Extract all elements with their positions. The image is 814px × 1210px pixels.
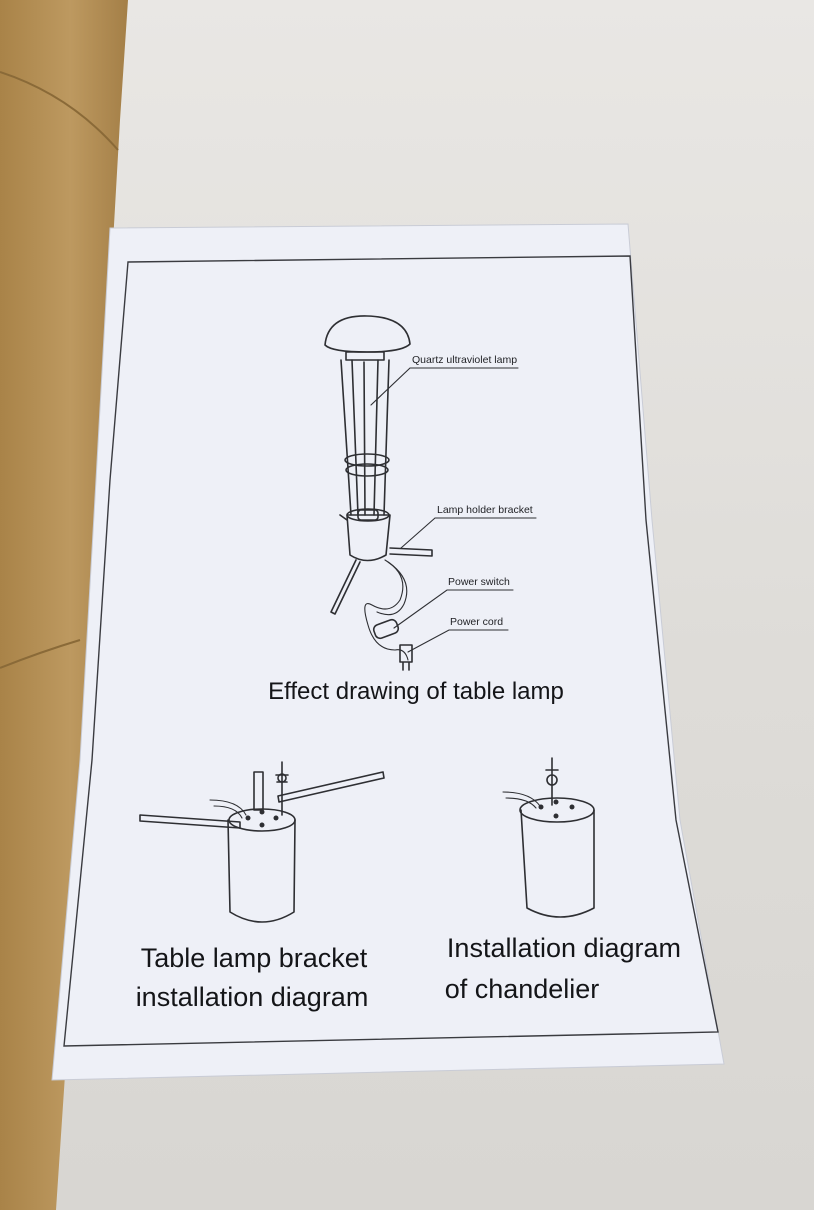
leader-holder <box>400 517 537 549</box>
screw-hole <box>569 804 575 810</box>
label-lamp-holder-bracket: Lamp holder bracket <box>437 504 533 516</box>
cylinder-body <box>227 819 296 923</box>
screw-hole <box>273 815 279 821</box>
bracket-arm-right <box>277 771 385 803</box>
center-post <box>253 771 264 811</box>
label-power-cord: Power cord <box>450 616 503 628</box>
holder-top <box>346 508 390 522</box>
screw-hole <box>538 804 544 810</box>
holder-socket <box>357 509 379 521</box>
caption-bracket-line2: installation diagram <box>136 982 369 1012</box>
leader-quartz <box>370 367 519 406</box>
cylinder-top <box>519 797 595 823</box>
screw-hole <box>245 815 251 821</box>
lamp-cage <box>340 359 390 516</box>
cage-ring <box>345 463 389 477</box>
caption-chandelier-line2: of chandelier <box>445 974 600 1004</box>
cylinder-top <box>228 808 296 832</box>
screw-head <box>277 773 287 783</box>
leader-switch <box>393 589 514 629</box>
label-power-switch: Power switch <box>448 576 510 588</box>
power-switch-drawing <box>372 618 400 640</box>
cage-ring <box>344 453 390 467</box>
sheet-border <box>63 255 719 1047</box>
screw-hole <box>259 822 265 828</box>
cylinder-body <box>520 809 595 918</box>
chandelier-installation-diagram <box>502 757 595 918</box>
screw-hole <box>553 813 559 819</box>
screw-hole <box>553 799 559 805</box>
bracket-arm-left <box>139 814 241 829</box>
power-cord-drawing <box>376 561 408 616</box>
lamp-holder <box>346 514 391 562</box>
bracket-installation-diagram <box>139 761 385 923</box>
tube-seam <box>0 639 81 669</box>
cardboard-tube <box>0 0 128 1210</box>
leader-cord <box>407 629 509 653</box>
hanging-screw <box>545 757 559 806</box>
bracket-legs <box>330 514 433 615</box>
caption-bracket-line1: Table lamp bracket <box>141 943 368 973</box>
caption-chandelier-line1: Installation diagram <box>447 933 681 963</box>
screw-hole <box>259 809 265 815</box>
instruction-sheet <box>51 223 725 1081</box>
wire <box>209 799 247 819</box>
tube-seam <box>0 71 119 151</box>
effect-drawing: Quartz ultraviolet lamp Lamp holder brac… <box>324 315 537 671</box>
lamp-neck <box>345 351 385 361</box>
hanging-ring <box>546 774 558 786</box>
wire <box>502 791 541 809</box>
power-cord-drawing <box>364 559 409 661</box>
power-plug-drawing <box>399 644 413 671</box>
label-quartz-lamp: Quartz ultraviolet lamp <box>412 354 517 366</box>
caption-effect-drawing: Effect drawing of table lamp <box>268 678 564 705</box>
